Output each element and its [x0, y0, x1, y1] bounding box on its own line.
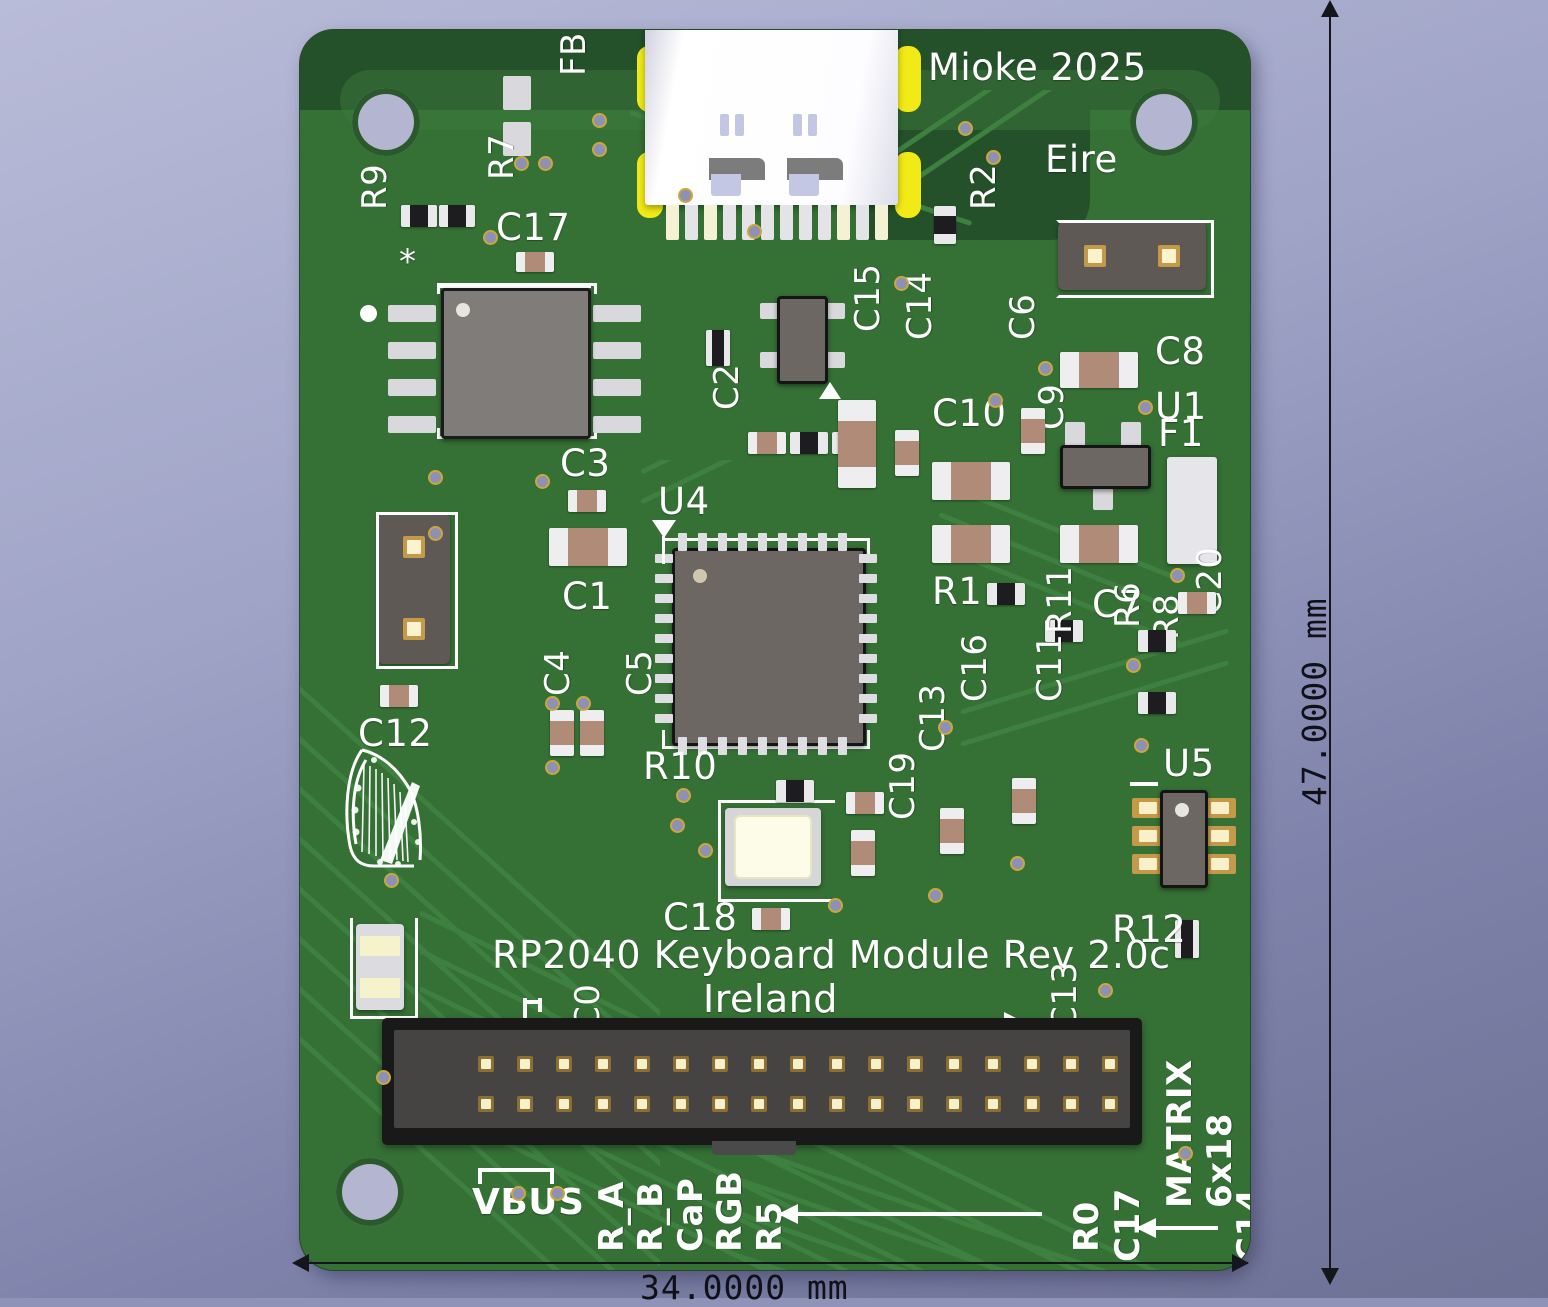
part-r6-body	[1138, 630, 1176, 652]
designator-c15: C15	[848, 263, 888, 332]
designator-r9: R9	[355, 163, 395, 210]
designator-u1: U1	[1155, 385, 1207, 428]
designator-r2: R2	[964, 163, 1004, 210]
part-c4-body	[550, 710, 574, 756]
designator-c13: C13	[913, 683, 953, 752]
designator-c18: C18	[663, 896, 738, 939]
dimension-width-text: 34.0000 mm	[640, 1268, 849, 1307]
designator-r6: R6	[1108, 581, 1148, 628]
mounting-hole-top-right	[1130, 88, 1198, 156]
part-near-c2-b	[790, 432, 828, 454]
rot-a-label: R_A	[592, 1181, 632, 1252]
part-r12-body	[1175, 920, 1199, 958]
pcb-board: Mioke 2025 Eire FB1 R9 R7 C17 *	[300, 30, 1250, 1270]
part-c12-body	[380, 685, 418, 707]
part-c18-body	[752, 908, 790, 930]
designator-c12: C12	[358, 712, 433, 755]
designator-r1: R1	[932, 570, 983, 613]
part-c19-body-a	[846, 792, 884, 814]
mounting-hole-top-left	[352, 88, 420, 156]
polarity-asterisk: *	[399, 242, 417, 282]
part-c6-body	[932, 525, 1010, 563]
part-r7	[439, 205, 475, 227]
country-mark-text: Eire	[1045, 138, 1118, 181]
designator-r11: R11	[1040, 565, 1080, 634]
vbus-label: VBUS	[472, 1182, 585, 1223]
designator-r12: R12	[1112, 908, 1187, 951]
part-f1-fuse	[1167, 457, 1217, 564]
part-near-c2-a	[748, 432, 786, 454]
part-c20-body	[1178, 592, 1216, 614]
col-b-direction-arrow	[1136, 1218, 1218, 1238]
designator-c4: C4	[538, 649, 578, 696]
part-c11-body	[1012, 778, 1036, 824]
part-c5-body	[580, 710, 604, 756]
crystal-oscillator	[725, 808, 821, 886]
part-c10-body	[932, 462, 1010, 500]
part-left-of-u2	[706, 330, 730, 366]
part-c16-body	[940, 808, 964, 854]
designator-u4: U4	[658, 480, 710, 523]
part-c3-body	[568, 490, 606, 512]
designator-c7: C7	[1092, 583, 1143, 626]
designator-r7: R7	[482, 133, 522, 180]
product-name-text: RP2040 Keyboard Module Rev 2.0c	[492, 933, 1171, 977]
fb1-pad-top	[503, 76, 531, 110]
part-led	[356, 924, 404, 1010]
part-near-crystal	[776, 780, 814, 802]
designator-c16: C16	[955, 633, 995, 702]
part-c8-body	[1060, 352, 1138, 388]
part-r8-body	[1138, 692, 1176, 714]
row-direction-arrow	[778, 1204, 1042, 1224]
dimension-height-text: 47.0000 mm	[1295, 597, 1334, 806]
rgb-label: RGB	[710, 1170, 750, 1252]
mounting-hole-bottom-left	[336, 1158, 404, 1226]
part-c17	[516, 252, 554, 272]
matrix-header-connector	[382, 1018, 1142, 1155]
part-c7-body	[1060, 525, 1138, 563]
designator-c2: C2	[707, 363, 747, 410]
row-end-label: R0	[1067, 1201, 1107, 1252]
designator-c19: C19	[883, 751, 923, 820]
maker-mark-text: Mioke 2025	[928, 46, 1147, 89]
part-c19-body-b	[851, 830, 875, 876]
left-connector-2pin	[378, 514, 450, 664]
designator-c17: C17	[496, 206, 571, 249]
designator-c1: C1	[562, 575, 613, 618]
matrix-label-line1: MATRIX	[1160, 1059, 1200, 1208]
fb1-pad-bottom	[503, 122, 531, 156]
designator-c3: C3	[560, 442, 611, 485]
designator-fb1: FB1	[554, 30, 594, 76]
part-c1-body	[549, 528, 627, 566]
col-b-end-label: C14	[1230, 1188, 1250, 1262]
designator-u5: U5	[1163, 742, 1215, 785]
origin-text: Ireland	[703, 977, 838, 1021]
designator-c8: C8	[1155, 330, 1206, 373]
part-c9-body	[1021, 408, 1045, 454]
part-c15-body	[838, 400, 876, 488]
part-r1-body	[987, 583, 1025, 605]
part-r2	[934, 206, 956, 244]
designator-c5: C5	[620, 649, 660, 696]
irish-harp-emblem	[336, 742, 432, 874]
eire-connector	[1058, 222, 1206, 290]
designator-c11: C11	[1030, 633, 1070, 702]
part-r11-body	[1045, 620, 1083, 642]
cap-label: CaP	[671, 1177, 711, 1252]
part-r9	[401, 205, 437, 227]
part-c14-body	[895, 430, 919, 476]
designator-f1: F1	[1158, 412, 1204, 455]
rot-b-label: R_B	[631, 1181, 671, 1252]
designator-c6: C6	[1003, 293, 1043, 340]
designator-r10: R10	[643, 745, 718, 788]
